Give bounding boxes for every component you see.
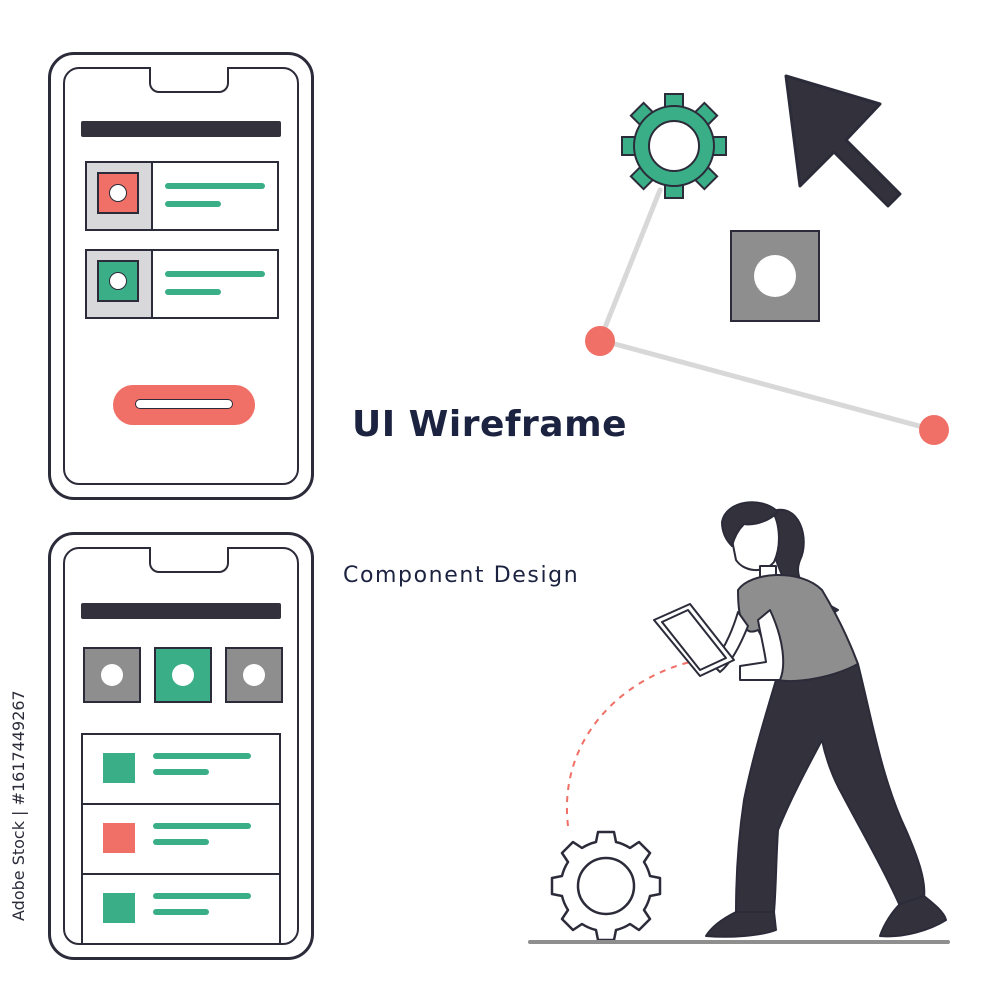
list-row[interactable] (83, 805, 279, 875)
page-subtitle: Component Design (343, 563, 580, 588)
phone-screen (63, 547, 299, 945)
header-bar (81, 603, 281, 619)
cursor-arrow-icon (784, 74, 902, 208)
primary-button[interactable] (113, 385, 255, 425)
list-row[interactable] (83, 735, 279, 805)
list-card (85, 161, 279, 231)
text-line (165, 183, 265, 189)
square-icon (103, 893, 135, 923)
square-icon (103, 823, 135, 853)
woman-holding-tablet-figure (653, 501, 947, 938)
phone-screen (63, 67, 299, 485)
text-line (165, 271, 265, 277)
image-placeholder-icon (97, 172, 139, 214)
connector-node-icon (585, 326, 615, 356)
header-bar (81, 121, 281, 137)
connector-node-icon (919, 415, 949, 445)
page-title: UI Wireframe (352, 404, 628, 445)
text-line (165, 201, 221, 207)
list-row[interactable] (83, 875, 279, 945)
image-placeholder-icon (730, 230, 820, 322)
tile-green[interactable] (154, 647, 212, 703)
phone-mockup-top (48, 52, 314, 500)
phone-mockup-bottom (48, 532, 314, 960)
dashed-trajectory (565, 661, 691, 827)
list-container (81, 733, 281, 945)
text-line (165, 289, 221, 295)
gear-icon (621, 93, 727, 199)
list-card (85, 249, 279, 319)
tile-gray[interactable] (225, 647, 283, 703)
gear-outline-icon (550, 830, 662, 942)
phone-notch (149, 67, 229, 93)
image-placeholder-icon (97, 260, 139, 302)
connector-lines (597, 187, 937, 433)
square-icon (103, 753, 135, 783)
tile-gray[interactable] (83, 647, 141, 703)
phone-notch (149, 547, 229, 573)
